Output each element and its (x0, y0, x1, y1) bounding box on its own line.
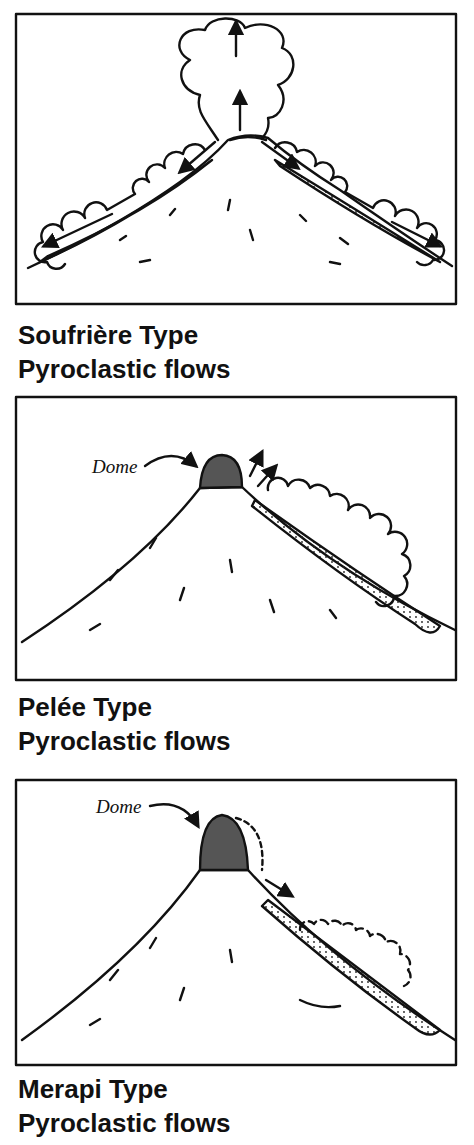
ash-cloud (300, 920, 411, 986)
leader-line (150, 804, 198, 826)
panel-frame (16, 14, 456, 304)
volcano-outline (22, 870, 455, 1040)
volcano-outline (22, 487, 455, 642)
lava-dome (200, 455, 242, 488)
volcano-outline (28, 135, 452, 268)
ash-cloud (268, 478, 411, 606)
part-label: Dome (96, 796, 141, 818)
panel-frame (16, 397, 456, 680)
eruption-column (179, 18, 293, 140)
ash-cloud (35, 144, 205, 268)
lava-dome (200, 815, 248, 870)
leader-line (145, 456, 196, 466)
figure-caption: Soufrière Type Pyroclastic flows (18, 318, 268, 386)
collapsed-dome-outline (236, 818, 262, 870)
part-label: Dome (92, 456, 137, 478)
figure-caption: Merapi Type Pyroclastic flows (18, 1072, 268, 1140)
panel-frame (16, 780, 456, 1065)
ash-cloud (275, 142, 444, 265)
figure-caption: Pelée Type Pyroclastic flows (18, 690, 268, 758)
